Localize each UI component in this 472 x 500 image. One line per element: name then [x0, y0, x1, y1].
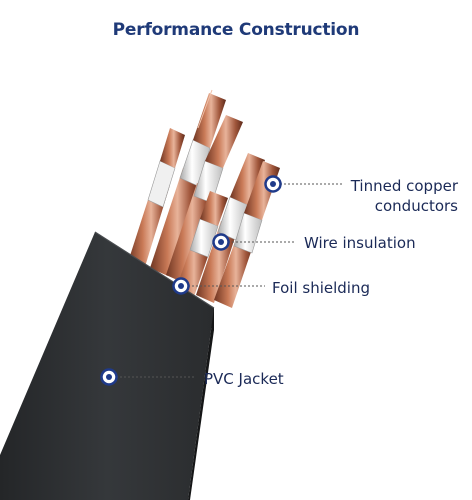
callout-tinned-line2: conductors [374, 197, 458, 215]
wire-2 [150, 89, 226, 276]
page-title: Performance Construction [112, 20, 360, 40]
wire-3 [166, 115, 243, 283]
wire-1 [128, 128, 185, 270]
target-dot-icon [172, 277, 190, 295]
callout-pvc-jacket: PVC Jacket [204, 370, 284, 388]
pvc-jacket [0, 231, 215, 500]
leader-lines [116, 183, 343, 378]
callout-wire-insulation: Wire insulation [304, 234, 416, 252]
callout-foil-shielding: Foil shielding [272, 279, 370, 297]
target-dot-icon [212, 233, 230, 251]
callout-tinned-copper: Tinned copper conductors [351, 176, 458, 216]
callout-tinned-line1: Tinned copper [350, 177, 458, 195]
wire-bundle [128, 89, 280, 308]
target-dot-icon [100, 368, 118, 386]
target-dot-icon [264, 175, 282, 193]
